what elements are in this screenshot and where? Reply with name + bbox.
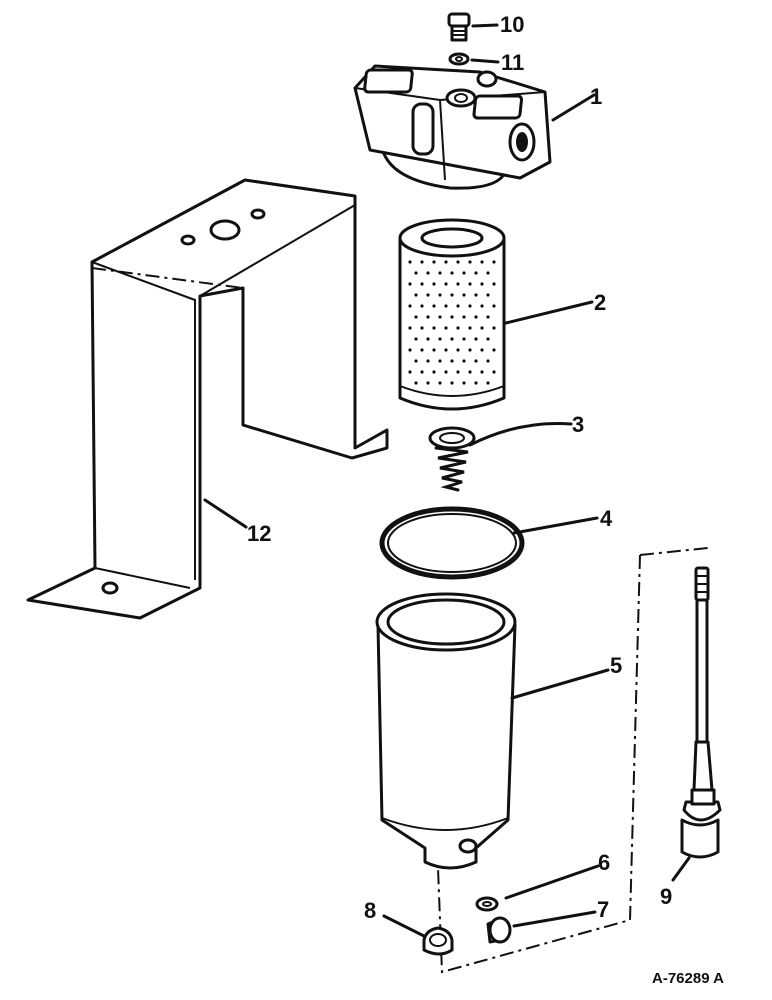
part-filter-element — [398, 218, 506, 411]
filter-perforations — [408, 260, 496, 385]
part-bowl — [375, 592, 517, 870]
part-drain-plug — [486, 916, 512, 944]
callout-10: 10 — [500, 12, 524, 37]
callout-2: 2 — [594, 290, 606, 315]
callout-4: 4 — [600, 506, 613, 531]
callout-12: 12 — [247, 521, 271, 546]
part-mounting-bracket — [26, 178, 389, 620]
callout-6: 6 — [598, 850, 610, 875]
callout-labels: 10 11 1 2 3 4 5 6 7 8 9 12 — [247, 12, 672, 923]
callout-1: 1 — [590, 84, 602, 109]
callout-11: 11 — [501, 50, 524, 75]
callout-8: 8 — [364, 898, 376, 923]
assembly-centerline — [437, 547, 709, 974]
part-drain-washer — [475, 896, 499, 912]
callout-5: 5 — [610, 653, 622, 678]
part-o-ring — [379, 506, 525, 580]
part-bowl-nut — [422, 926, 454, 956]
leader-lines — [203, 23, 691, 938]
callout-9: 9 — [660, 884, 672, 909]
part-filter-head — [353, 64, 552, 190]
part-plug — [447, 12, 471, 42]
part-washer-top — [448, 52, 470, 66]
part-spring — [428, 426, 476, 492]
figure-reference: A-76289 A — [652, 970, 724, 987]
callout-3: 3 — [572, 412, 584, 437]
part-center-bolt — [680, 566, 722, 859]
callout-7: 7 — [597, 897, 609, 922]
